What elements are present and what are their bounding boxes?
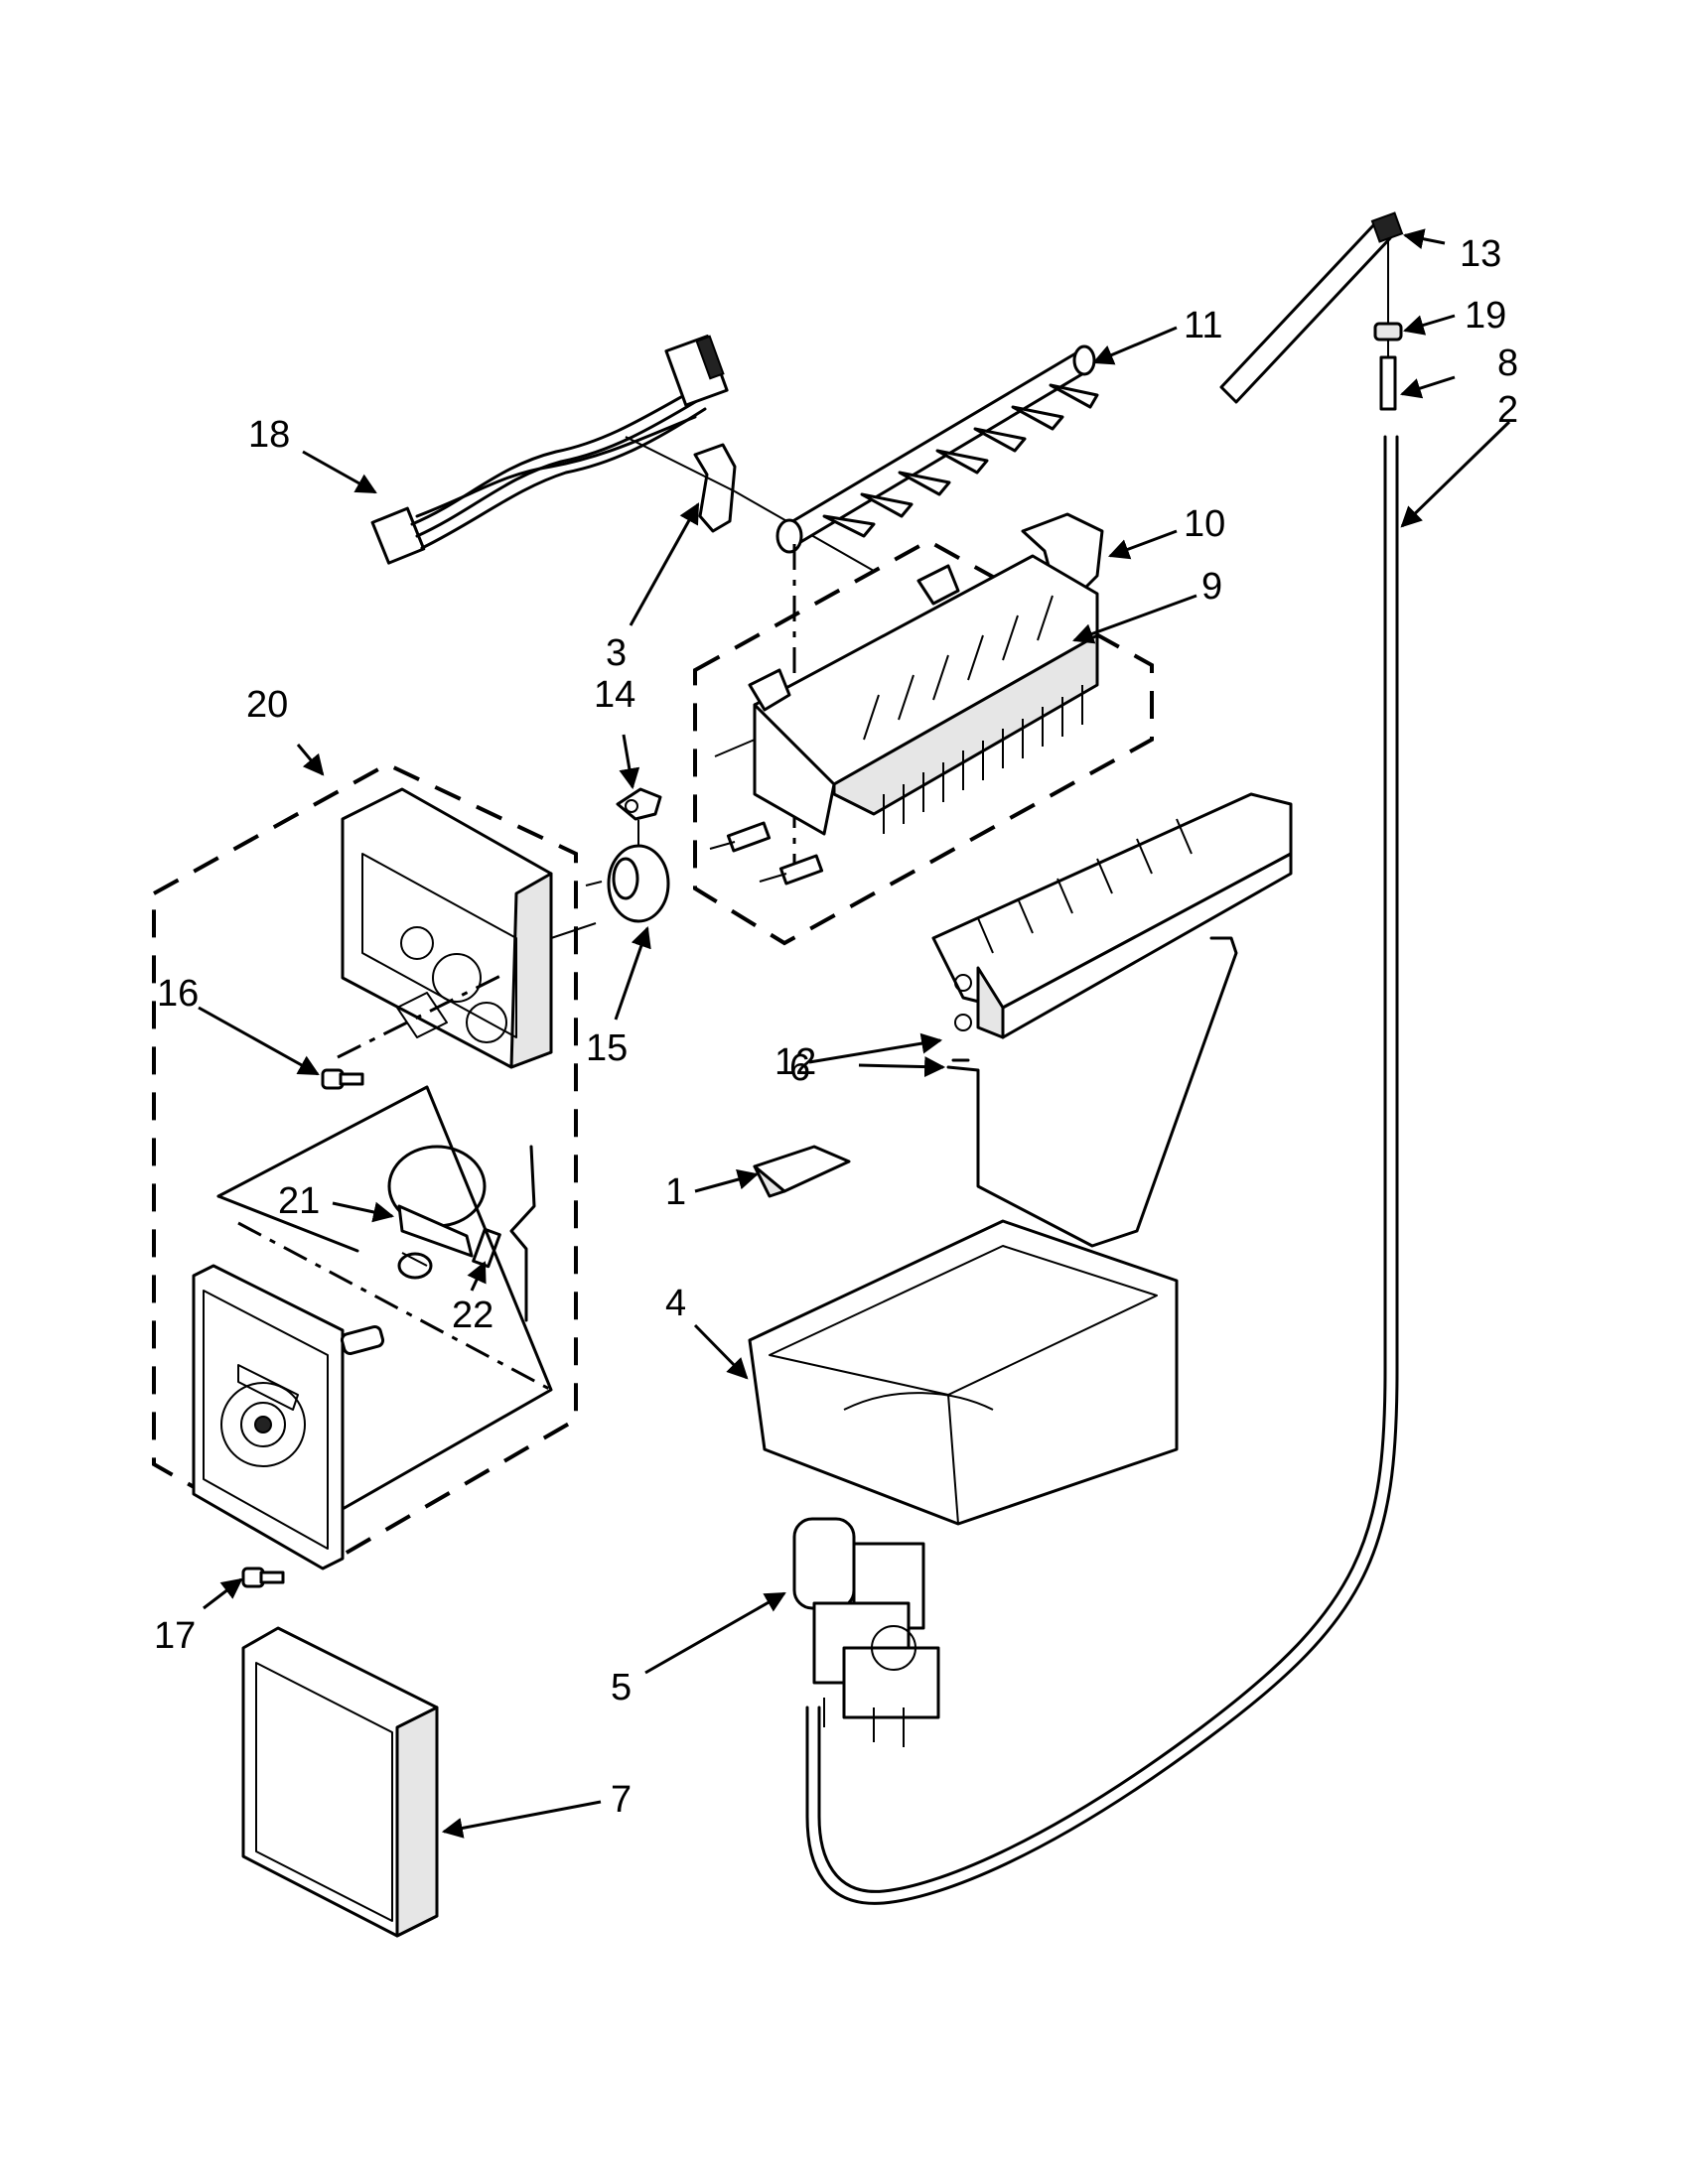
spring-clip-part: [616, 787, 662, 821]
leader-lines: [198, 228, 1511, 1839]
callout-10: 10: [1184, 503, 1225, 545]
callout-19: 19: [1465, 295, 1506, 337]
callout-17: 17: [154, 1615, 196, 1657]
callout-14: 14: [594, 674, 635, 716]
callout-7: 7: [611, 1779, 632, 1821]
callout-21: 21: [278, 1180, 320, 1222]
arm-part: [946, 936, 1238, 1248]
control-face-plate: [192, 1264, 385, 1570]
callout-18: 18: [248, 414, 290, 456]
wire-harness-part: [370, 335, 729, 565]
icemaker-assembly-outline: [693, 538, 1154, 946]
callout-13: 13: [1460, 233, 1501, 275]
callout-4: 4: [665, 1283, 686, 1324]
cover-part: [931, 792, 1293, 1039]
fill-tube-part: [1219, 211, 1404, 404]
grommet-part: [1373, 322, 1403, 341]
callout-16: 16: [157, 973, 199, 1015]
control-housing-outline: [152, 761, 578, 1567]
cover-panel-part: [241, 1626, 439, 1938]
callout-1: 1: [665, 1171, 686, 1213]
callout-6: 6: [789, 1047, 810, 1089]
screw-16-part: [321, 1068, 364, 1090]
callout-12: 12: [774, 1041, 816, 1083]
clip-part: [693, 443, 737, 533]
ice-bin-part: [748, 1219, 1179, 1526]
water-tube-part: [817, 435, 1387, 1893]
callout-5: 5: [611, 1667, 632, 1708]
callout-2: 2: [1497, 389, 1518, 431]
fitting-part: [1379, 355, 1397, 411]
callout-11: 11: [1184, 305, 1222, 346]
motor-part: [387, 1145, 487, 1280]
water-valve-part: [792, 1517, 940, 1747]
screw-17-part: [241, 1567, 285, 1588]
thermostat-part: [585, 820, 670, 923]
callout-22: 22: [452, 1295, 493, 1336]
callout-20: 20: [246, 684, 288, 726]
callout-3: 3: [606, 632, 627, 674]
callout-9: 9: [1201, 566, 1222, 608]
bracket-part: [1021, 512, 1104, 598]
callout-15: 15: [586, 1027, 628, 1069]
control-housing-part: [341, 787, 553, 1069]
callout-8: 8: [1497, 342, 1518, 384]
icemaker-mold-part: [709, 554, 1099, 886]
